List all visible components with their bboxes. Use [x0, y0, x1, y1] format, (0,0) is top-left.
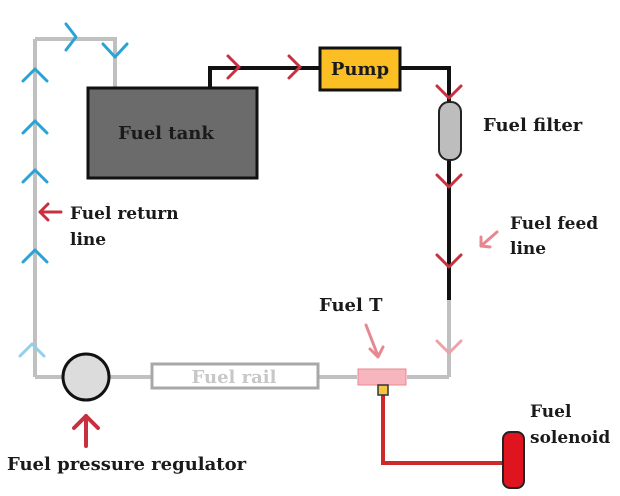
feed-line-label-line2: line	[510, 239, 546, 259]
fuel-t	[357, 368, 407, 386]
feed-arrows	[226, 54, 463, 355]
regulator-label: Fuel pressure regulator	[7, 454, 247, 475]
arrow-up-icon	[21, 67, 49, 83]
fuel-pressure-regulator	[61, 352, 111, 402]
solenoid-label-line1: Fuel	[530, 402, 572, 422]
feed-line-label: Fuel feed line	[510, 214, 604, 259]
arrow-right-icon	[64, 22, 78, 52]
pump-label: Pump	[331, 59, 389, 80]
return-line-label-line1: Fuel return	[70, 204, 179, 224]
feed-line-label-line1: Fuel feed	[510, 214, 598, 234]
return-line-pointer-icon	[38, 202, 63, 222]
fuel-rail	[150, 362, 320, 390]
fuel-tank-label: Fuel tank	[118, 123, 214, 144]
arrow-down-icon	[435, 173, 463, 189]
fuel-tank	[86, 86, 259, 180]
arrow-up-icon	[21, 248, 49, 264]
regulator-pointer-icon	[72, 414, 100, 448]
arrow-down-icon	[435, 339, 463, 355]
fuel-filter-label: Fuel filter	[483, 115, 583, 136]
arrow-up-icon	[18, 342, 46, 358]
arrow-down-icon	[435, 84, 463, 100]
feed-line-pointer-icon	[479, 230, 499, 249]
arrow-up-icon	[21, 119, 49, 135]
fuel-t-label: Fuel T	[319, 295, 383, 316]
fuel-t-fitting	[377, 384, 389, 396]
return-arrows	[18, 22, 129, 358]
fuel-return-line	[33, 37, 449, 379]
pointer-arrows	[38, 202, 499, 448]
solenoid-line	[381, 390, 503, 465]
pump	[318, 46, 402, 92]
return-line-label: Fuel return line	[70, 204, 185, 250]
solenoid-label: Fuel solenoid	[530, 402, 610, 448]
solenoid-label-line2: solenoid	[530, 428, 610, 448]
fuel-t-pointer-icon	[364, 323, 385, 359]
return-line-label-line2: line	[70, 230, 106, 250]
fuel-filter	[438, 101, 462, 161]
arrow-down-icon	[101, 42, 129, 59]
arrow-up-icon	[21, 168, 49, 184]
fuel-rail-label: Fuel rail	[192, 367, 277, 388]
fuel-feed-line	[208, 66, 451, 300]
arrow-right-icon	[226, 54, 241, 80]
arrow-down-icon	[435, 253, 463, 269]
arrow-right-icon	[287, 54, 302, 80]
fuel-solenoid	[502, 431, 525, 489]
